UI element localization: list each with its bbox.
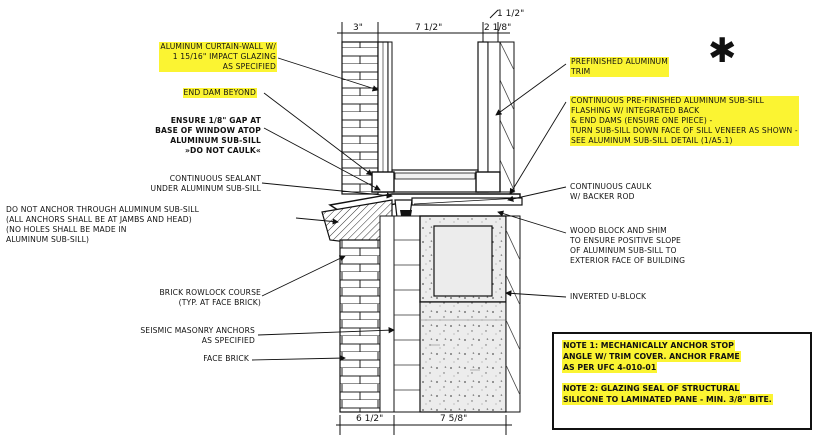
label-wood-block: WOOD BLOCK AND SHIM TO ENSURE POSITIVE S… [570,226,686,265]
dim-bottom-left: 6 1/2" [356,414,384,424]
dim-top-mid: 7 1/2" [415,23,443,33]
dim-top-right-b: 2 1/8" [484,23,512,33]
dim-top-right-a: 1 1/2" [497,9,525,19]
note-2: NOTE 2: GLAZING SEAL OF STRUCTURAL SILIC… [562,383,773,405]
label-curtain-wall: ALUMINUM CURTAIN-WALL W/ 1 15/16" IMPACT… [159,42,277,72]
label-rowlock: BRICK ROWLOCK COURSE (TYP. AT FACE BRICK… [159,288,261,307]
label-u-block: INVERTED U-BLOCK [570,292,647,301]
bottom-dimension-lines [336,415,512,435]
label-seismic: SEISMIC MASONRY ANCHORS AS SPECIFIED [140,326,255,345]
note-1: NOTE 1: MECHANICALLY ANCHOR STOP ANGLE W… [562,340,741,373]
label-flashing: CONTINUOUS PRE-FINISHED ALUMINUM SUB-SIL… [570,96,799,146]
label-caulk: CONTINUOUS CAULK W/ BACKER ROD [570,182,652,201]
lower-wall [339,215,521,413]
label-sealant: CONTINUOUS SEALANT UNDER ALUMINUM SUB-SI… [150,174,261,193]
revision-asterisk-icon: ✱ [708,31,737,71]
label-end-dam: END DAM BEYOND [182,88,257,98]
curtain-wall-frame [371,41,501,193]
upper-wall-brick [341,41,515,195]
label-face-brick: FACE BRICK [203,354,249,363]
dim-top-left: 3" [353,23,363,33]
dim-bottom-right: 7 5/8" [440,414,468,424]
notes-box: NOTE 1: MECHANICALLY ANCHOR STOP ANGLE W… [552,332,812,430]
label-trim: PREFINISHED ALUMINUM TRIM [570,57,669,77]
top-dimension-lines [337,9,510,42]
label-anchor: DO NOT ANCHOR THROUGH ALUMINUM SUB-SILL … [6,205,199,244]
label-ensure-gap: ENSURE 1/8" GAP AT BASE OF WINDOW ATOP A… [155,116,261,155]
leader-lines [251,57,567,362]
